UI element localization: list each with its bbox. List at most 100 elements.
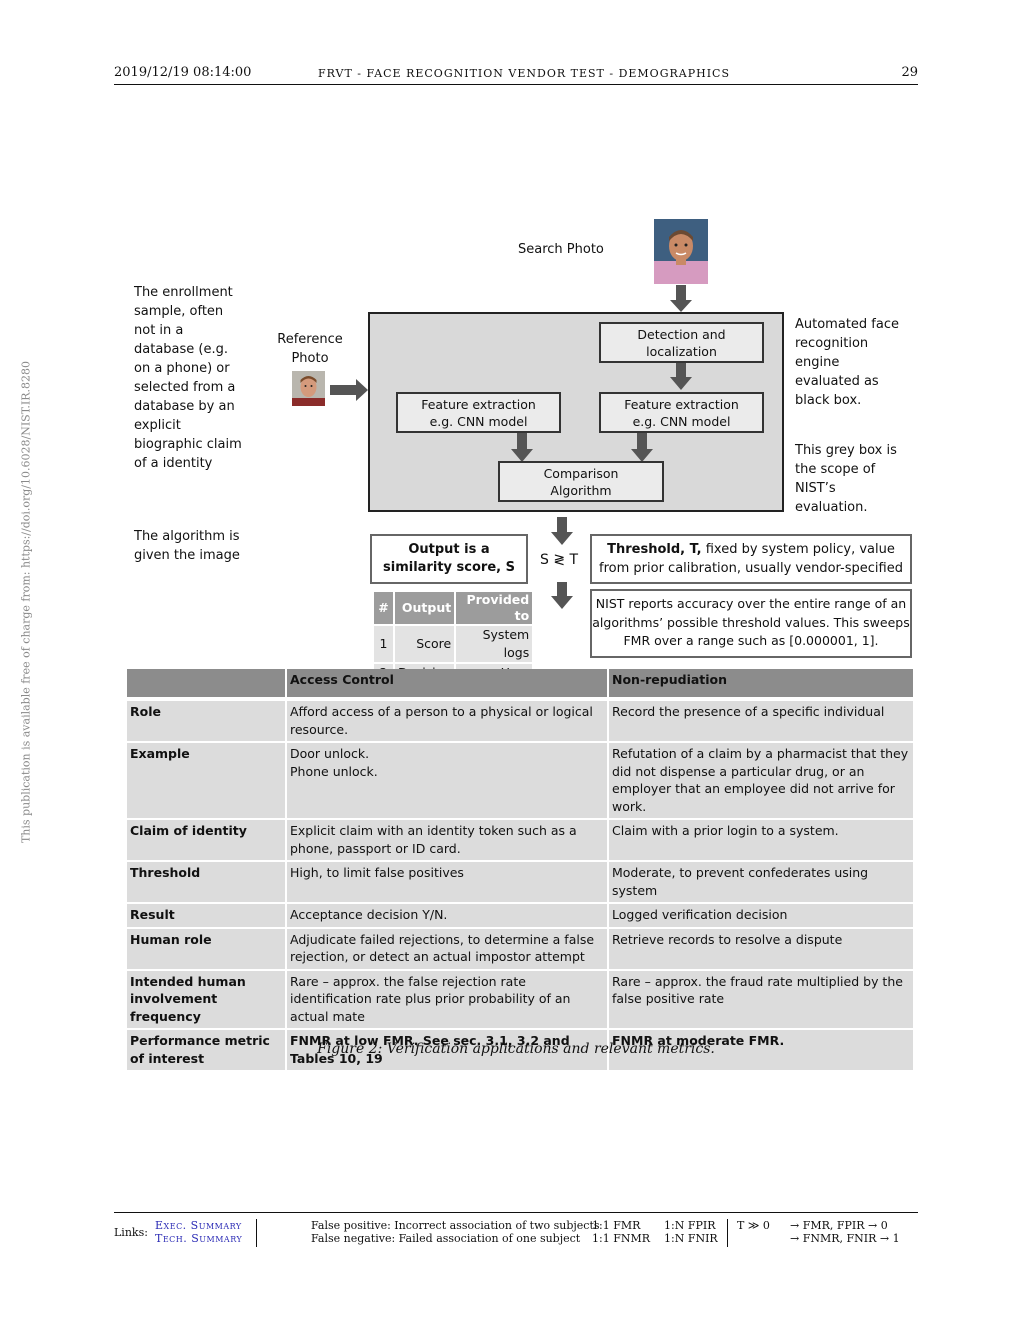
doi-side-note: This publication is available free of ch… — [19, 360, 33, 844]
row-label: Intended human involvement frequency — [127, 970, 285, 1028]
output-table-cell: Score — [395, 626, 455, 662]
non-repudiation-cell: Rare – approx. the fraud rate multiplied… — [609, 970, 913, 1028]
threshold-box: Threshold, T, fixed by system policy, va… — [590, 534, 912, 584]
page-number: 29 — [901, 65, 918, 80]
false-negative-definition: False negative: Failed association of on… — [311, 1232, 581, 1245]
header-date: 2019/12/19 08:14:00 — [114, 65, 252, 80]
output-score-box: Output is a similarity score, S — [370, 534, 528, 584]
output-table-header: # Output Provided to — [374, 592, 533, 624]
footer-rule — [114, 1212, 918, 1213]
non-repudiation-cell: Logged verification decision — [609, 904, 913, 927]
feature-right-to-comparison-arrow — [631, 433, 653, 462]
fmr-effect: → FMR, FPIR → 0 — [790, 1219, 888, 1232]
reference-to-engine-arrow — [330, 379, 368, 401]
table-row: Result Acceptance decision Y/N. Logged v… — [127, 904, 913, 927]
threshold-label: Threshold, T, — [607, 542, 702, 557]
row-label: Threshold — [127, 862, 285, 902]
feature-extraction-right-box: Feature extraction e.g. CNN model — [599, 392, 764, 433]
score-threshold-comparison: S ≷ T — [540, 552, 579, 568]
threshold-description: fixed by system policy, value from prior… — [599, 542, 903, 576]
search-photo-label: Search Photo — [518, 242, 604, 257]
footer-1toN-metrics: 1:N FPIR 1:N FNIR — [664, 1219, 718, 1245]
scope-description: This grey box is the scope of NIST’s eva… — [795, 443, 897, 515]
detection-box: Detection and localization — [599, 322, 764, 363]
row-label: Role — [127, 701, 285, 741]
table-header-cell — [127, 669, 285, 697]
fnir-label: 1:N FNIR — [664, 1232, 718, 1245]
feature-extraction-left-box: Feature extraction e.g. CNN model — [396, 392, 561, 433]
reference-photo-label: Reference Photo — [277, 332, 343, 366]
engine-description: Automated face recognition engine evalua… — [795, 317, 899, 408]
algorithm-description: The algorithm is given the image — [134, 529, 240, 563]
row-label: Performance metric of interest — [127, 1030, 285, 1070]
verification-table-header: Access Control Non-repudiation — [127, 669, 913, 697]
footer-definitions: False positive: Incorrect association of… — [311, 1219, 600, 1245]
footer-divider — [727, 1219, 728, 1247]
non-repudiation-cell: Claim with a prior login to a system. — [609, 820, 913, 860]
footer-links-label: Links: — [114, 1226, 148, 1239]
output-line-1: Output is a — [408, 542, 490, 557]
reference-photo — [292, 371, 325, 406]
figure-caption: Figure 2: Verification applications and … — [317, 1041, 715, 1057]
fnmr-effect: → FNMR, FNIR → 1 — [790, 1232, 900, 1245]
engine-to-compare-arrow — [551, 517, 573, 545]
access-control-cell: High, to limit false positives — [287, 862, 607, 902]
footer-divider — [256, 1219, 257, 1247]
table-row: Intended human involvement frequency Rar… — [127, 970, 913, 1028]
fmr-label: 1:1 FMR — [592, 1219, 641, 1232]
non-repudiation-cell: Moderate, to prevent confederates using … — [609, 862, 913, 902]
non-repudiation-cell: FNMR at moderate FMR. — [609, 1030, 913, 1070]
output-table-header-cell: Provided to — [456, 592, 533, 624]
table-row: Example Door unlock. Phone unlock. Refut… — [127, 743, 913, 818]
fpir-label: 1:N FPIR — [664, 1219, 716, 1232]
footer-1to1-metrics: 1:1 FMR 1:1 FNMR — [592, 1219, 650, 1245]
output-table-header-cell: # — [374, 592, 393, 624]
table-row: Threshold High, to limit false positives… — [127, 862, 913, 902]
table-header-cell: Non-repudiation — [609, 669, 913, 697]
recognition-engine-box: Detection and localization Feature extra… — [368, 312, 784, 512]
feature-right-line-2: e.g. CNN model — [632, 413, 731, 429]
footer-threshold-effects: → FMR, FPIR → 0 → FNMR, FNIR → 1 — [790, 1219, 900, 1245]
table-row: Claim of identity Explicit claim with an… — [127, 820, 913, 860]
detection-to-feature-arrow — [670, 363, 692, 390]
output-table-row: 1 Score System logs — [374, 626, 533, 662]
exec-summary-link[interactable]: Exec. Summary — [155, 1219, 242, 1232]
false-positive-definition: False positive: Incorrect association of… — [311, 1219, 600, 1232]
access-control-cell: Adjudicate failed rejections, to determi… — [287, 928, 607, 969]
comparison-line-1: Comparison — [543, 465, 619, 481]
row-label: Human role — [127, 928, 285, 969]
table-row: Performance metric of interest FNMR at l… — [127, 1030, 913, 1070]
footer-links: Exec. Summary Tech. Summary — [155, 1219, 242, 1245]
tech-summary-link[interactable]: Tech. Summary — [155, 1232, 243, 1245]
output-table-header-cell: Output — [395, 592, 455, 624]
comparison-box: Comparison Algorithm — [498, 461, 664, 502]
header-rule — [114, 84, 918, 85]
compare-to-decision-arrow — [551, 582, 573, 609]
feature-left-to-comparison-arrow — [511, 433, 533, 462]
access-control-cell: Explicit claim with an identity token su… — [287, 820, 607, 860]
non-repudiation-cell: Refutation of a claim by a pharmacist th… — [609, 743, 913, 818]
feature-right-line-1: Feature extraction — [624, 396, 739, 412]
table-header-cell: Access Control — [287, 669, 607, 697]
non-repudiation-cell: Retrieve records to resolve a dispute — [609, 928, 913, 969]
detection-line-2: localization — [646, 343, 717, 359]
table-row: Role Afford access of a person to a phys… — [127, 701, 913, 741]
access-control-cell: Rare – approx. the false rejection rate … — [287, 970, 607, 1028]
output-table-cell: System logs — [456, 626, 533, 662]
non-repudiation-cell: Record the presence of a specific indivi… — [609, 701, 913, 741]
enrollment-description: The enrollment sample, often not in a da… — [134, 285, 242, 471]
access-control-cell: Afford access of a person to a physical … — [287, 701, 607, 741]
comparison-line-2: Algorithm — [550, 482, 612, 498]
detection-line-1: Detection and — [637, 326, 726, 342]
fnmr-label: 1:1 FNMR — [592, 1232, 651, 1245]
search-to-detection-arrow — [670, 285, 692, 312]
row-label: Result — [127, 904, 285, 927]
access-control-cell: Door unlock. Phone unlock. — [287, 743, 607, 818]
output-table-cell: 1 — [374, 626, 393, 662]
threshold-relation: T ≫ 0 — [737, 1219, 770, 1232]
search-photo — [654, 219, 708, 284]
row-label: Example — [127, 743, 285, 818]
row-label: Claim of identity — [127, 820, 285, 860]
header-title: FRVT - FACE RECOGNITION VENDOR TEST - DE… — [318, 67, 731, 80]
table-row: Human role Adjudicate failed rejections,… — [127, 928, 913, 969]
